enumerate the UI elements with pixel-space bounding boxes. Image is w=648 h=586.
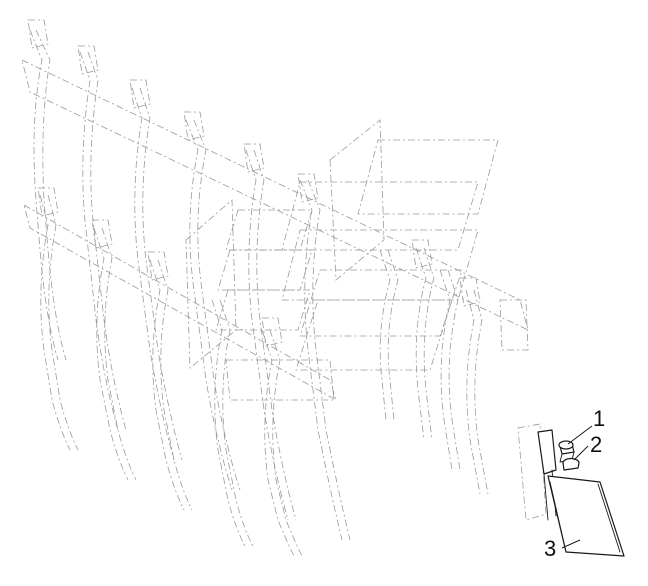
part-2-nut	[562, 457, 580, 471]
ghosted-frame-outline	[21, 59, 529, 401]
callout-3-label: 3	[544, 536, 556, 561]
part-3-plate	[547, 475, 625, 557]
lower-tine-row	[39, 194, 303, 557]
upper-tine-row	[29, 29, 351, 541]
part-1-bolt	[558, 440, 575, 463]
right-tine-group	[379, 247, 489, 495]
ghosted-tine-clamps	[27, 19, 481, 347]
callout-1-label: 1	[593, 406, 605, 431]
mounting-bracket	[537, 429, 557, 521]
callout-3: 3	[544, 536, 581, 561]
callout-1: 1	[567, 406, 605, 445]
callout-2-label: 2	[590, 432, 602, 457]
callout-2: 2	[573, 432, 602, 461]
